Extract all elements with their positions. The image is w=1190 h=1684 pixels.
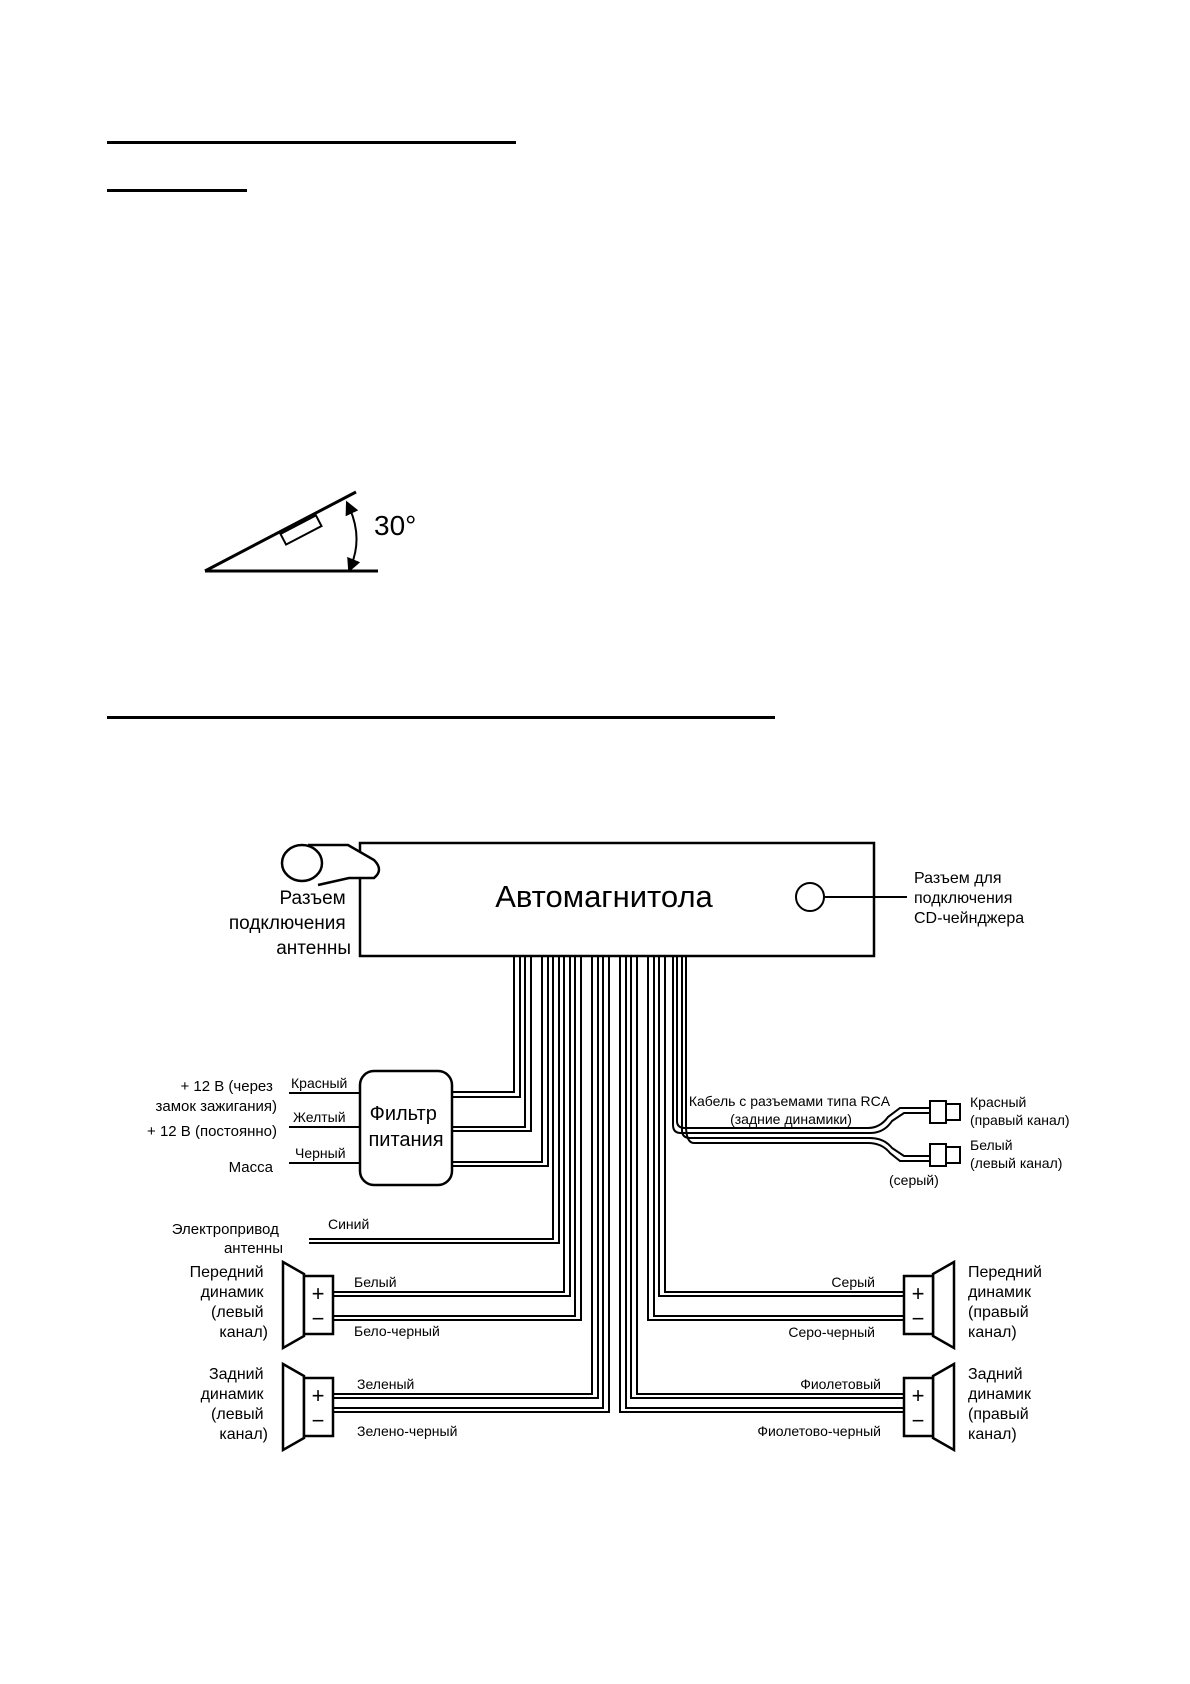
speaker-front-left-line-1: Передний bbox=[190, 1264, 264, 1281]
power-input-ignition-line-2: замок зажигания) bbox=[155, 1098, 277, 1115]
speaker-front-right-minus: − bbox=[912, 1306, 925, 1331]
rca-plug-right bbox=[929, 1100, 961, 1167]
heading-rule-1 bbox=[107, 141, 516, 144]
speaker-front-right-plus: + bbox=[912, 1281, 925, 1306]
rca-left-line-1: Белый bbox=[970, 1137, 1013, 1153]
speaker-rear-right-line-2: динамик bbox=[968, 1386, 1032, 1403]
antenna-drive-line-1: Электропривод bbox=[172, 1221, 279, 1238]
speaker-rear-left-line-3: (левый bbox=[211, 1406, 264, 1423]
rca-right-label: Красный (правый канал) bbox=[970, 1094, 1070, 1128]
power-input-ignition-line-1: + 12 В (через bbox=[180, 1078, 272, 1095]
head-unit: Автомагнитола bbox=[358, 841, 907, 958]
speaker-front-right-line-2: динамик bbox=[968, 1284, 1032, 1301]
antenna-plug bbox=[280, 843, 381, 887]
speaker-front-right-minus-wire: Серо-черный bbox=[788, 1324, 875, 1340]
speaker-front-left-plus-wire: Белый bbox=[354, 1274, 397, 1290]
cd-changer-line-1: Разъем для bbox=[914, 870, 1002, 887]
speaker-rear-right-plus-wire: Фиолетовый bbox=[800, 1376, 881, 1392]
speaker-rear-left-plus-wire: Зеленый bbox=[357, 1376, 414, 1392]
antenna-connector-label: Разъем подключения антенны bbox=[229, 888, 351, 959]
power-filter-label: Фильтр питания bbox=[368, 1103, 443, 1151]
speaker-rear-left-line-1: Задний bbox=[209, 1366, 264, 1383]
speaker-front-right-line-3: (правый bbox=[968, 1304, 1029, 1321]
speaker-rear-right bbox=[902, 1361, 956, 1453]
cd-changer-label: Разъем для подключения CD-чейнджера bbox=[914, 870, 1024, 927]
head-unit-title: Автомагнитола bbox=[495, 879, 713, 914]
cd-changer-line-2: подключения bbox=[914, 890, 1012, 907]
antenna-drive-line-2: антенны bbox=[224, 1240, 283, 1257]
rca-left-label: Белый (левый канал) bbox=[970, 1137, 1062, 1171]
speaker-front-left-minus-wire: Бело-черный bbox=[354, 1323, 440, 1339]
antenna-connector-line-1: Разъем bbox=[280, 888, 346, 909]
speaker-rear-right-label: Задний динамик (правый канал) bbox=[968, 1366, 1035, 1443]
speaker-rear-right-minus-wire: Фиолетово-черный bbox=[757, 1423, 881, 1439]
angle-incline-line bbox=[204, 490, 357, 573]
mounting-angle-figure bbox=[204, 490, 378, 573]
power-filter-box bbox=[358, 1069, 454, 1187]
rca-cable-label: Кабель с разъемами типа RCA (задние дина… bbox=[689, 1093, 893, 1127]
speaker-front-right-label: Передний динамик (правый канал) bbox=[968, 1264, 1046, 1341]
speaker-front-right-plus-wire: Серый bbox=[831, 1274, 875, 1290]
speaker-rear-left-minus: − bbox=[312, 1408, 325, 1433]
speaker-rear-left-plus: + bbox=[312, 1383, 325, 1408]
heading-rule-3 bbox=[107, 716, 775, 719]
speaker-front-left-minus: − bbox=[312, 1306, 325, 1331]
speaker-front-left-line-2: динамик bbox=[201, 1284, 265, 1301]
speaker-rear-left-minus-wire: Зелено-черный bbox=[357, 1423, 457, 1439]
speaker-rear-right-line-4: канал) bbox=[968, 1426, 1017, 1443]
angle-label: 30° bbox=[374, 510, 416, 541]
antenna-connector-line-2: подключения bbox=[229, 913, 346, 934]
speaker-rear-left-line-4: канал) bbox=[219, 1426, 268, 1443]
angle-unit-shape bbox=[279, 514, 323, 546]
speaker-rear-left bbox=[281, 1361, 335, 1453]
speaker-rear-right-line-1: Задний bbox=[968, 1366, 1023, 1383]
power-input-constant-wire: Желтый bbox=[293, 1109, 346, 1125]
head-unit-body bbox=[358, 841, 876, 958]
power-input-ignition-wire: Красный bbox=[291, 1075, 347, 1091]
power-filter-line-1: Фильтр bbox=[370, 1103, 437, 1125]
rca-cable-line-2: (задние динамики) bbox=[730, 1111, 852, 1127]
speaker-rear-right-minus: − bbox=[912, 1408, 925, 1433]
antenna-drive-label: Электропривод антенны bbox=[172, 1221, 283, 1257]
speaker-front-right-line-4: канал) bbox=[968, 1324, 1017, 1341]
angle-arc-arrow bbox=[345, 500, 361, 573]
antenna-drive-wire: Синий bbox=[328, 1216, 369, 1232]
speaker-rear-left-line-2: динамик bbox=[201, 1386, 265, 1403]
speaker-rear-right-plus: + bbox=[912, 1383, 925, 1408]
speaker-front-left bbox=[281, 1259, 335, 1351]
speaker-front-right-line-1: Передний bbox=[968, 1264, 1042, 1281]
speaker-front-left-plus: + bbox=[312, 1281, 325, 1306]
power-input-constant-label: + 12 В (постоянно) bbox=[147, 1123, 277, 1140]
rca-right-line-2: (правый канал) bbox=[970, 1112, 1070, 1128]
rca-jacket-label: (серый) bbox=[889, 1172, 939, 1188]
power-filter-line-2: питания bbox=[368, 1129, 443, 1151]
wire-harness bbox=[289, 956, 932, 1413]
cd-changer-line-3: CD-чейнджера bbox=[914, 910, 1024, 927]
speaker-front-right bbox=[902, 1259, 956, 1351]
cd-changer-socket bbox=[795, 882, 825, 912]
rca-cable-line-1: Кабель с разъемами типа RCA bbox=[689, 1093, 891, 1109]
power-input-ignition-label: + 12 В (через замок зажигания) bbox=[155, 1078, 277, 1115]
power-input-ground-label: Масса bbox=[229, 1159, 274, 1176]
heading-rule-2 bbox=[107, 189, 247, 192]
speaker-rear-left-label: Задний динамик (левый канал) bbox=[201, 1366, 268, 1443]
speaker-front-left-line-3: (левый bbox=[211, 1304, 264, 1321]
rca-left-line-2: (левый канал) bbox=[970, 1155, 1062, 1171]
rca-right-line-1: Красный bbox=[970, 1094, 1026, 1110]
speaker-front-left-line-4: канал) bbox=[219, 1324, 268, 1341]
speaker-front-left-label: Передний динамик (левый канал) bbox=[190, 1264, 268, 1341]
antenna-connector-line-3: антенны bbox=[276, 938, 351, 959]
speaker-rear-right-line-3: (правый bbox=[968, 1406, 1029, 1423]
power-input-ground-wire: Черный bbox=[295, 1145, 346, 1161]
